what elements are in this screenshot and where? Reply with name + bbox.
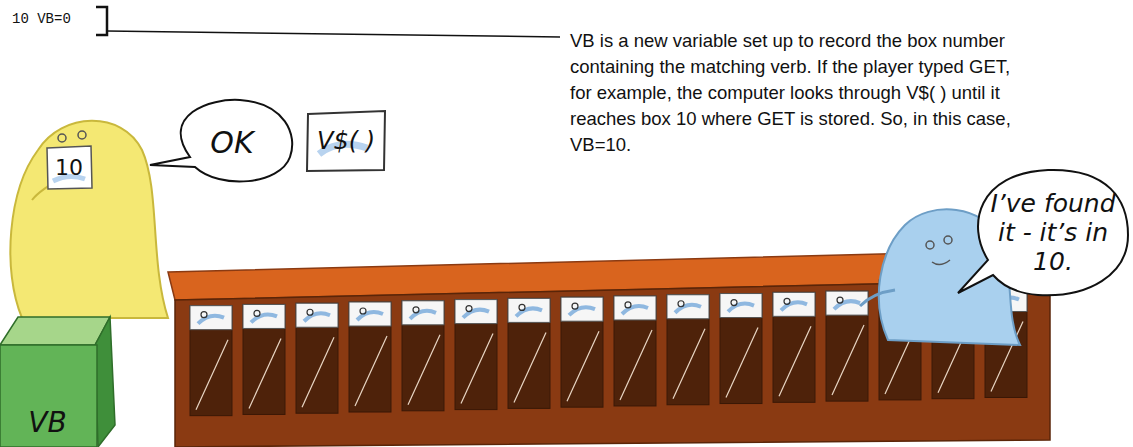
- code-line: 10 VB=0: [12, 10, 97, 28]
- label-hole: [572, 303, 578, 309]
- compartment-label: [773, 292, 815, 316]
- number-card: 10: [45, 145, 93, 190]
- compartment: [243, 304, 285, 414]
- compartment-line: [461, 334, 493, 404]
- compartment-label: [720, 294, 762, 318]
- compartment: [455, 300, 497, 410]
- compartment-label: [455, 300, 497, 324]
- speech-bubble: I’ve found it - it’s in 10.: [958, 165, 1130, 300]
- creature-eye: [78, 131, 86, 139]
- speech-bubble: OK: [150, 95, 300, 190]
- card-outline: [307, 111, 385, 171]
- compartment-line: [779, 326, 811, 396]
- label-hole: [413, 307, 419, 313]
- label-hole: [466, 306, 472, 312]
- compartment-line: [514, 332, 546, 402]
- compartment-label: [296, 303, 338, 327]
- compartment: [349, 302, 391, 412]
- compartment-label: [243, 304, 285, 328]
- compartment-line: [567, 331, 599, 401]
- leader-line: [107, 31, 560, 37]
- compartment-line: [726, 328, 758, 398]
- compartment-label: [561, 297, 603, 321]
- compartment: [720, 294, 762, 404]
- label-hole: [519, 304, 525, 310]
- label-hole: [360, 308, 366, 314]
- label-hole: [307, 309, 313, 315]
- compartment-label: [667, 295, 709, 319]
- creature-eye: [944, 236, 952, 244]
- creature-eye: [58, 134, 66, 142]
- box-side: [95, 317, 115, 447]
- compartment: [561, 297, 603, 407]
- compartment-line: [302, 337, 334, 407]
- label-hole: [837, 297, 843, 303]
- variable-box: VB: [0, 315, 115, 447]
- compartment-line: [408, 335, 440, 405]
- compartment: [667, 295, 709, 405]
- creature-arm: [860, 290, 895, 306]
- compartment-line: [832, 325, 864, 395]
- creature-mouth: [932, 260, 950, 265]
- bubble-outline: [958, 170, 1128, 295]
- node-text: V$( ): [317, 127, 375, 155]
- compartment: [508, 298, 550, 408]
- compartment-line: [620, 330, 652, 400]
- label-hole: [678, 301, 684, 307]
- code-bracket: [96, 7, 107, 35]
- compartment: [614, 296, 656, 406]
- compartment: [402, 301, 444, 411]
- compartment-line: [196, 340, 228, 410]
- box-top: [0, 317, 110, 345]
- explanation-note: VB is a new variable set up to record th…: [570, 28, 1020, 158]
- node-text: OK: [210, 125, 253, 160]
- node-text: I’ve found it - it’s in 10.: [982, 189, 1124, 276]
- bubble-outline: [150, 100, 292, 182]
- box-front: [0, 345, 97, 447]
- label-hole: [731, 300, 737, 306]
- label-hole: [254, 310, 260, 316]
- compartment: [190, 306, 232, 416]
- compartment-label: [349, 302, 391, 326]
- compartment-label: [402, 301, 444, 325]
- compartment-label: [614, 296, 656, 320]
- compartment: [296, 303, 338, 413]
- compartment-line: [673, 329, 705, 399]
- compartment: [773, 292, 815, 402]
- compartment-line: [355, 336, 387, 406]
- compartment: [826, 291, 868, 401]
- node-text: 10: [55, 155, 83, 180]
- label-hole: [625, 302, 631, 308]
- compartment-label: [190, 306, 232, 330]
- compartment-line: [249, 338, 281, 408]
- node-text: VB: [28, 406, 66, 439]
- card-outline: [47, 146, 92, 189]
- creature-eye: [926, 241, 934, 249]
- label-hole: [201, 312, 207, 318]
- array-name-card: V$( ): [305, 110, 387, 172]
- compartment-label: [508, 298, 550, 322]
- label-hole: [784, 298, 790, 304]
- yellow-creature: [10, 121, 168, 318]
